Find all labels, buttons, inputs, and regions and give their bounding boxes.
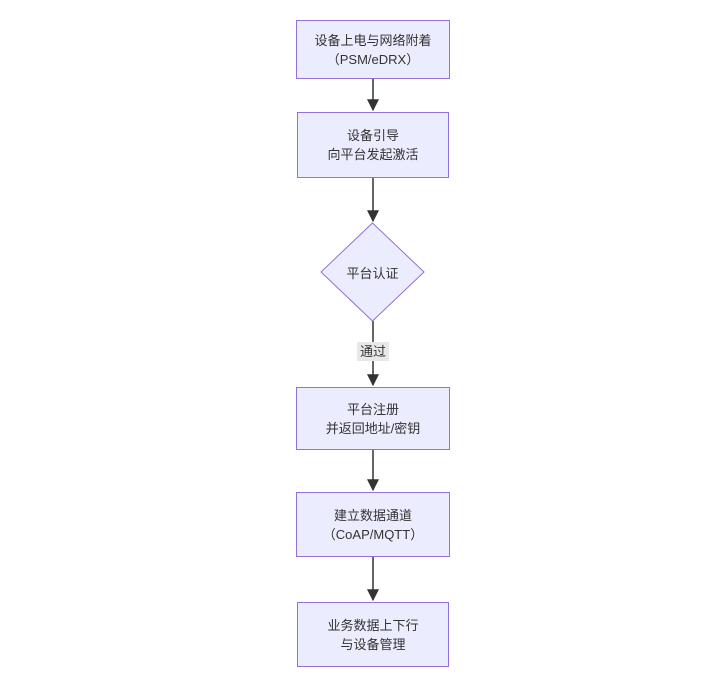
node-label-line: 平台认证 bbox=[346, 265, 399, 281]
node-label-line: 设备上电与网络附着 bbox=[314, 32, 432, 48]
node-device-bootstrap: 设备引导 向平台发起激活 bbox=[297, 112, 449, 178]
decision-platform-auth: 平台认证 bbox=[321, 223, 424, 321]
edge-label-pass: 通过 bbox=[356, 342, 390, 361]
node-label-line: 平台注册 bbox=[346, 401, 399, 417]
node-data-channel: 建立数据通道 （CoAP/MQTT） bbox=[296, 492, 450, 557]
node-label-line: 与设备管理 bbox=[340, 636, 406, 652]
node-label-line: 设备引导 bbox=[346, 128, 399, 143]
node-power-on-network-attach: 设备上电与网络附着 （PSM/eDRX） bbox=[296, 20, 450, 79]
node-label-line: 并返回地址/密钥 bbox=[325, 420, 421, 436]
node-business-data: 业务数据上下行 与设备管理 bbox=[297, 602, 449, 667]
decision-diamond-shape bbox=[320, 222, 425, 322]
node-label-line: （CoAP/MQTT） bbox=[322, 526, 424, 542]
node-label-line: 向平台发起激活 bbox=[327, 147, 419, 162]
node-label-line: 业务数据上下行 bbox=[327, 617, 419, 633]
node-platform-register: 平台注册 并返回地址/密钥 bbox=[296, 387, 450, 450]
node-label-line: 建立数据通道 bbox=[333, 507, 412, 523]
node-label-line: （PSM/eDRX） bbox=[326, 51, 420, 67]
